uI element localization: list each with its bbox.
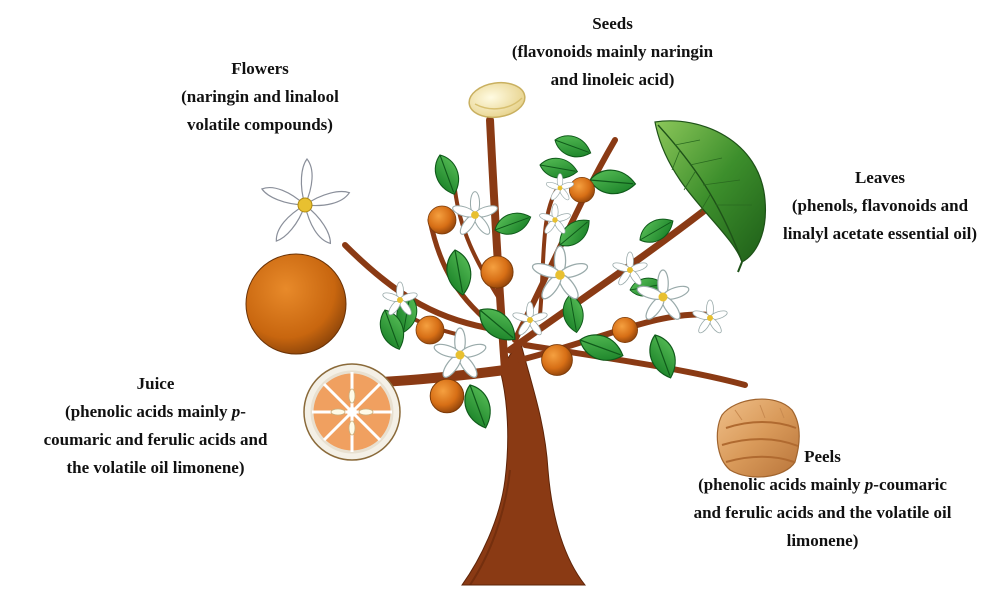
flower-illustration: [260, 159, 351, 246]
flowers-label: Flowers (naringin and linalool volatile …: [150, 55, 370, 139]
juice-line-1-pre: (phenolic acids mainly: [65, 402, 232, 421]
seeds-line-1: (flavonoids mainly naringin: [480, 38, 745, 66]
leaves-label: Leaves (phenols, flavonoids and linalyl …: [760, 164, 1000, 248]
orange-cross-section-illustration: [304, 364, 400, 460]
peels-title: Peels: [645, 443, 1000, 471]
seeds-label: Seeds (flavonoids mainly naringin and li…: [480, 10, 745, 94]
leaves-line-2: linalyl acetate essential oil): [760, 220, 1000, 248]
peels-line-1-pre: (phenolic acids mainly: [698, 475, 865, 494]
seeds-line-2: and linoleic acid): [480, 66, 745, 94]
peels-line-2: and ferulic acids and the volatile oil: [645, 499, 1000, 527]
seeds-title: Seeds: [480, 10, 745, 38]
peels-line-1-post: -coumaric: [873, 475, 947, 494]
flowers-line-2: volatile compounds): [150, 111, 370, 139]
peels-label: Peels (phenolic acids mainly p-coumaric …: [645, 443, 1000, 555]
leaf-illustration: [655, 121, 765, 272]
juice-line-3: the volatile oil limonene): [18, 454, 293, 482]
peels-line-3: limonene): [645, 527, 1000, 555]
juice-line-2: coumaric and ferulic acids and: [18, 426, 293, 454]
juice-line-1-post: -: [240, 402, 246, 421]
juice-line-1: (phenolic acids mainly p-: [18, 398, 293, 426]
flowers-title: Flowers: [150, 55, 370, 83]
leaves-title: Leaves: [760, 164, 1000, 192]
juice-title: Juice: [18, 370, 293, 398]
flowers-line-1: (naringin and linalool: [150, 83, 370, 111]
leaves-line-1: (phenols, flavonoids and: [760, 192, 1000, 220]
whole-orange-illustration: [246, 254, 346, 354]
peels-line-1-italic: p: [865, 475, 874, 494]
peels-line-1: (phenolic acids mainly p-coumaric: [645, 471, 1000, 499]
juice-label: Juice (phenolic acids mainly p- coumaric…: [18, 370, 293, 482]
juice-line-1-italic: p: [232, 402, 241, 421]
